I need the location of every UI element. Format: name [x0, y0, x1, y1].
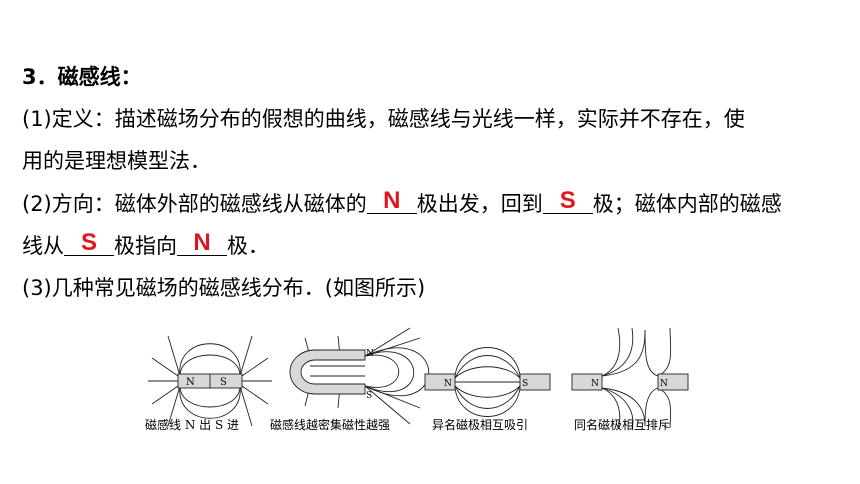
fig1-north-label: N — [186, 377, 195, 388]
distribution-line: (3)几种常见磁场的磁感线分布．(如图所示) — [22, 276, 426, 300]
fig1-south-label: S — [220, 377, 227, 388]
figure-horseshoe-magnet — [289, 327, 430, 425]
direction-text-3: 极；磁体内部的磁感 — [592, 192, 782, 216]
magnetic-field-figures: N S N S N S — [148, 327, 689, 429]
answer-blank-4: N — [177, 229, 227, 256]
fig2-south-label: S — [366, 391, 372, 401]
direction-line-2: 线从 S 极指向 N 极． — [22, 229, 269, 261]
answer-blank-2: S — [542, 187, 593, 214]
direction-text-4: 线从 — [22, 234, 64, 258]
definition-line-2: 用的是理想模型法． — [22, 149, 211, 173]
caption-fig1: 磁感线 N 出 S 进 — [145, 418, 239, 432]
figure-opposite-poles — [424, 347, 551, 417]
direction-text-6: 极． — [227, 234, 269, 258]
fig4-right-label: N — [660, 379, 668, 389]
fig2-north-label: N — [366, 349, 374, 359]
definition-line-1: (1)定义：描述磁场分布的假想的曲线，磁感线与光线一样，实际并不存在，使 — [22, 107, 745, 131]
answer-4: N — [193, 229, 211, 256]
figure-bar-magnet — [148, 335, 272, 427]
caption-fig4: 同名磁极相互排斥 — [574, 418, 671, 432]
fig3-south-label: S — [522, 379, 528, 389]
answer-1: N — [383, 187, 401, 214]
direction-text-1: (2)方向：磁体外部的磁感线从磁体的 — [22, 192, 367, 216]
section-title: 3．磁感线： — [22, 65, 142, 89]
figure-like-poles — [571, 327, 689, 429]
answer-blank-3: S — [64, 229, 114, 256]
direction-line-1: (2)方向：磁体外部的磁感线从磁体的 N 极出发，回到 S 极；磁体内部的磁感 — [22, 187, 782, 219]
fig4-left-label: N — [591, 379, 599, 389]
direction-text-5: 极指向 — [114, 234, 177, 258]
answer-blank-1: N — [366, 187, 417, 214]
answer-3: S — [80, 229, 97, 256]
answer-2: S — [559, 187, 576, 214]
caption-fig3: 异名磁极相互吸引 — [432, 418, 529, 432]
fig3-north-label: N — [444, 379, 452, 389]
caption-fig2: 磁感线越密集磁性越强 — [270, 418, 391, 432]
direction-text-2: 极出发，回到 — [416, 192, 543, 216]
